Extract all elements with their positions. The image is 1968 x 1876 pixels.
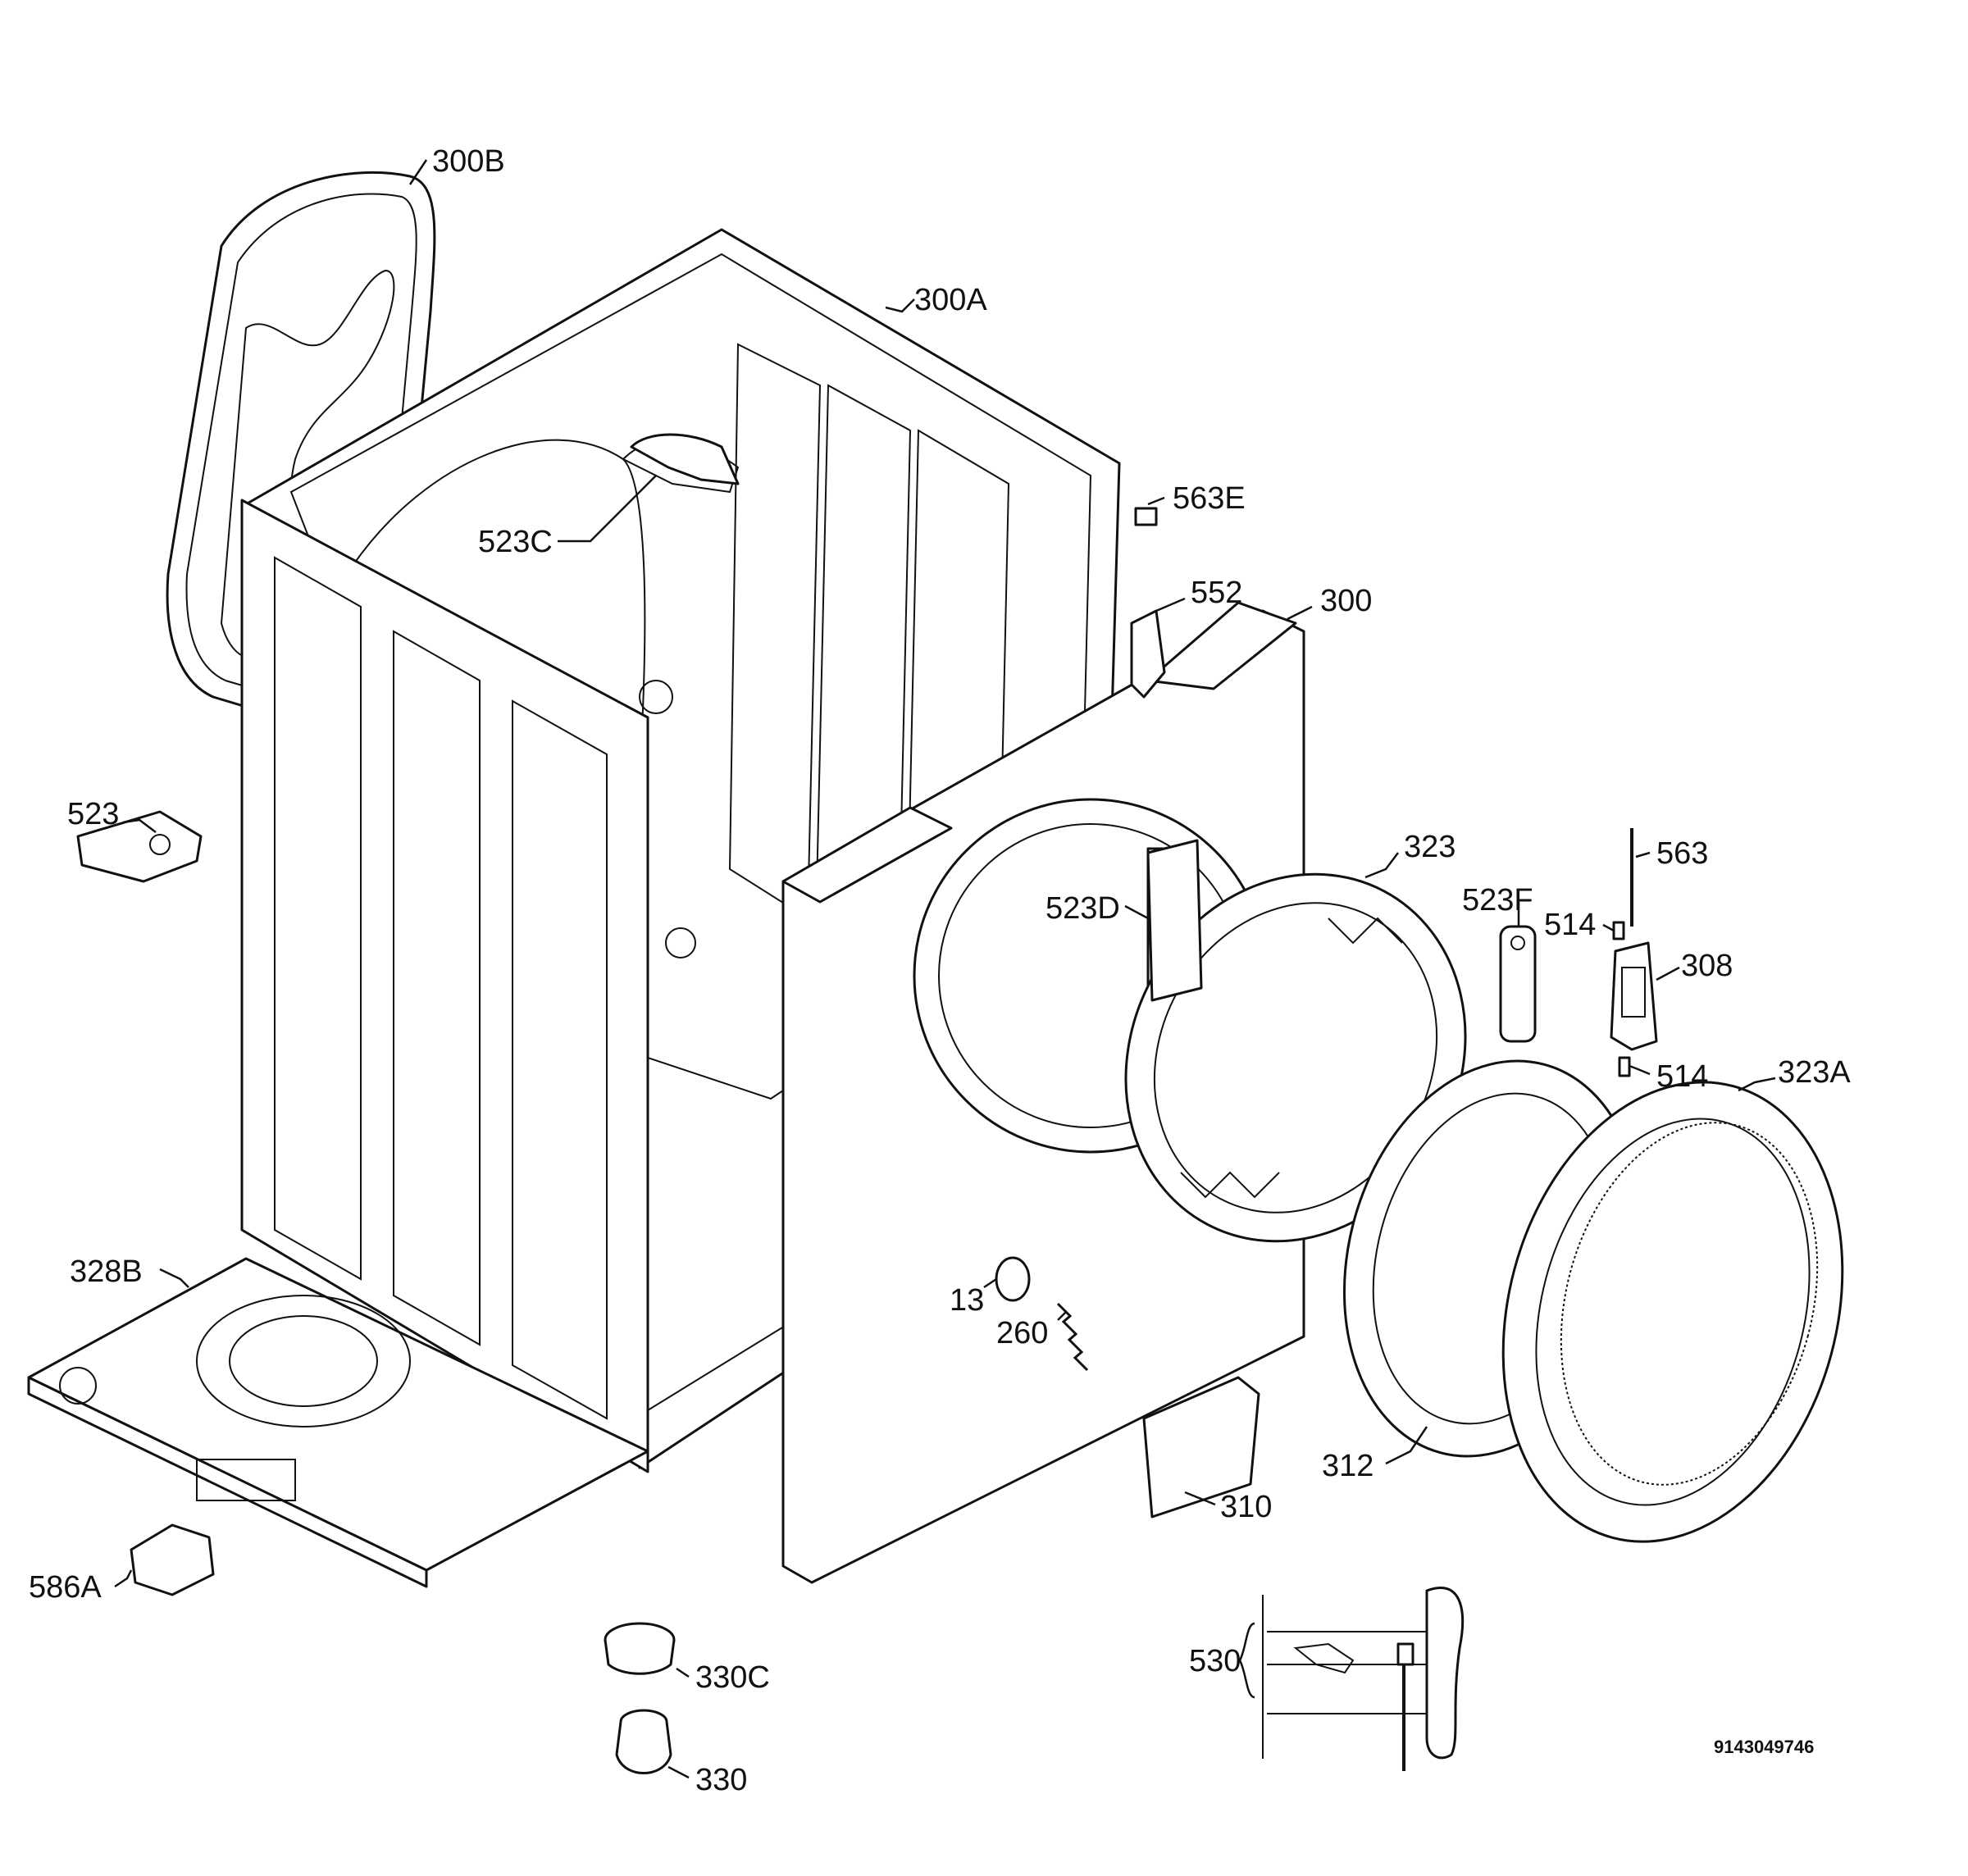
leader-328B [159,1268,189,1288]
leader-13 [983,1277,997,1289]
part-330 [615,1709,672,1774]
label-523D: 523D [1046,891,1120,926]
leader-330C [676,1667,690,1678]
part-552 [1130,609,1166,699]
leader-523D [1124,904,1149,920]
leader-514-lower [1629,1064,1651,1076]
leader-563E [1147,496,1165,506]
label-300: 300 [1320,584,1372,618]
leader-300B [408,159,428,185]
leader-308 [1656,966,1680,981]
label-530: 530 [1189,1644,1241,1678]
leader-586A [114,1569,133,1588]
label-586A: 586A [29,1570,102,1605]
label-563: 563 [1656,836,1708,871]
part-labels: 300B 300A 563E 523C 552 300 523 323 563 … [29,144,1851,1797]
part-563E [1134,507,1158,526]
part-13 [995,1256,1031,1302]
label-260: 260 [996,1316,1048,1350]
part-310 [1142,1376,1260,1519]
label-308: 308 [1681,949,1733,983]
part-523C [630,433,740,485]
part-330C [604,1622,676,1675]
label-552: 552 [1191,576,1242,610]
part-530-handle-assembly [1262,1587,1465,1771]
leader-323 [1364,852,1399,879]
part-328B-base [27,1257,649,1588]
label-523: 523 [67,797,119,831]
label-330C: 330C [695,1660,770,1695]
leader-563 [1635,851,1651,858]
part-323A-door-outer [1501,1081,1844,1543]
label-323A: 323A [1778,1055,1851,1090]
leader-300A [885,298,915,313]
leader-552 [1155,597,1186,612]
part-514-lower [1618,1056,1631,1077]
part-left-side-panel [240,499,649,1473]
leader-514-upper [1602,923,1615,932]
label-323: 323 [1404,830,1456,864]
label-312: 312 [1322,1449,1374,1483]
leader-lines [114,159,1776,1779]
label-514-lower: 514 [1656,1059,1708,1094]
part-308 [1610,941,1658,1051]
part-523 [76,810,203,883]
leader-260 [1057,1311,1067,1321]
label-330: 330 [695,1763,747,1797]
label-13: 13 [950,1283,984,1318]
leader-530 [1238,1622,1255,1699]
label-300A: 300A [914,283,987,317]
part-523D [1146,839,1203,1002]
leader-330 [667,1765,690,1779]
leader-523 [122,818,157,833]
part-260-spring [1056,1302,1089,1372]
label-523C: 523C [478,525,553,559]
label-300B: 300B [432,144,505,179]
label-563E: 563E [1173,481,1246,516]
leader-310 [1184,1491,1216,1506]
leader-523C [558,475,657,543]
catalog-number: 9143049746 [1714,1737,1814,1757]
label-523F: 523F [1462,883,1533,918]
part-586A [130,1523,215,1596]
part-514-upper [1612,921,1625,940]
label-328B: 328B [70,1254,143,1289]
part-523F [1499,925,1537,1043]
label-514-upper: 514 [1544,908,1596,942]
leader-323A [1738,1077,1776,1092]
label-310: 310 [1220,1490,1272,1524]
leader-300 [1287,605,1313,621]
leader-312 [1385,1426,1428,1465]
